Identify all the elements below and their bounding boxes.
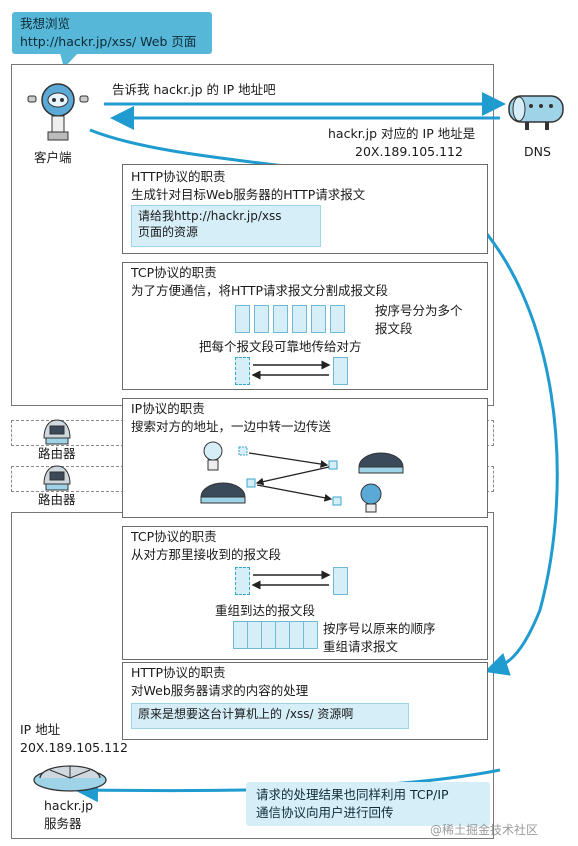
http-server-message: 原来是想要这台计算机上的 /xss/ 资源啊 bbox=[131, 703, 409, 729]
server-name-line2: 服务器 bbox=[44, 816, 82, 831]
tcp-server-box: TCP协议的职责 从对方那里接收到的报文段 重组到达的报文段 按序号以原来的顺序… bbox=[122, 526, 488, 660]
router-icon bbox=[40, 418, 74, 446]
tcp-client-title: TCP协议的职责 bbox=[131, 265, 217, 280]
http-client-desc: 生成针对目标Web服务器的HTTP请求报文 bbox=[131, 187, 366, 202]
response-line1: 请求的处理结果也同样利用 TCP/IP bbox=[256, 787, 449, 802]
segment bbox=[292, 305, 307, 333]
callout-line2: http://hackr.jp/xss/ Web 页面 bbox=[20, 34, 197, 49]
tcp-server-reassembled: 重组到达的报文段 bbox=[215, 603, 316, 618]
tcp-server-note1: 按序号以原来的顺序 bbox=[323, 621, 436, 636]
router-icon bbox=[40, 464, 74, 492]
http-client-title: HTTP协议的职责 bbox=[131, 169, 226, 184]
web-server-icon bbox=[30, 756, 110, 794]
segment-sent bbox=[235, 567, 250, 595]
ip-desc: 搜索对方的地址，一边中转一边传送 bbox=[131, 419, 332, 434]
browse-request-callout: 我想浏览 http://hackr.jp/xss/ Web 页面 bbox=[12, 12, 212, 54]
watermark: @稀土掘金技术社区 bbox=[430, 823, 539, 837]
segment bbox=[303, 621, 318, 649]
server-ip-label: IP 地址 bbox=[20, 722, 61, 737]
router-label-2: 路由器 bbox=[38, 492, 76, 507]
server-ip-value: 20X.189.105.112 bbox=[20, 740, 128, 755]
segment bbox=[289, 621, 304, 649]
segment bbox=[261, 621, 276, 649]
client-label: 客户端 bbox=[34, 150, 72, 165]
dns-reply-line2: 20X.189.105.112 bbox=[355, 144, 463, 159]
http-server-box: HTTP协议的职责 对Web服务器请求的内容的处理 原来是想要这台计算机上的 /… bbox=[122, 662, 488, 740]
tcp-server-title: TCP协议的职责 bbox=[131, 529, 217, 544]
response-callout: 请求的处理结果也同样利用 TCP/IP 通信协议向用户进行回传 bbox=[246, 782, 490, 826]
segment bbox=[233, 621, 248, 649]
http-request-line1: 请给我http://hackr.jp/xss bbox=[138, 209, 282, 223]
tcp-client-exchange-arrows bbox=[251, 360, 331, 380]
router-label-1: 路由器 bbox=[38, 446, 76, 461]
tcp-client-note1: 按序号分为多个 bbox=[375, 303, 463, 318]
dns-label: DNS bbox=[524, 144, 551, 159]
tcp-server-desc: 从对方那里接收到的报文段 bbox=[131, 547, 282, 562]
tcp-client-box: TCP协议的职责 为了方便通信，将HTTP请求报文分割成报文段 按序号分为多个 … bbox=[122, 262, 488, 390]
segment bbox=[273, 305, 288, 333]
tcp-client-note2: 报文段 bbox=[375, 321, 413, 336]
callout-line1: 我想浏览 bbox=[20, 16, 71, 31]
segment bbox=[330, 305, 345, 333]
tcp-client-desc: 为了方便通信，将HTTP请求报文分割成报文段 bbox=[131, 283, 388, 298]
segment bbox=[235, 305, 250, 333]
segment-received bbox=[333, 567, 348, 595]
robot-client-icon bbox=[26, 80, 90, 144]
tcp-server-note2: 重组请求报文 bbox=[323, 639, 399, 654]
server-name-line1: hackr.jp bbox=[44, 798, 94, 813]
segment bbox=[275, 621, 290, 649]
segment-received bbox=[333, 357, 348, 385]
dns-server-icon bbox=[503, 88, 569, 134]
ip-layer-box: IP协议的职责 搜索对方的地址，一边中转一边传送 bbox=[122, 398, 488, 518]
dns-reply-line1: hackr.jp 对应的 IP 地址是 bbox=[328, 126, 476, 141]
segment bbox=[311, 305, 326, 333]
ip-title: IP协议的职责 bbox=[131, 401, 205, 416]
http-request-message: 请给我http://hackr.jp/xss 页面的资源 bbox=[131, 205, 321, 247]
http-server-desc: 对Web服务器请求的内容的处理 bbox=[131, 683, 309, 698]
segment-sent bbox=[235, 357, 250, 385]
http-client-box: HTTP协议的职责 生成针对目标Web服务器的HTTP请求报文 请给我http:… bbox=[122, 164, 488, 254]
tcp-client-reliable: 把每个报文段可靠地传给对方 bbox=[199, 339, 362, 354]
http-request-line2: 页面的资源 bbox=[138, 225, 199, 239]
tcp-server-exchange-arrows bbox=[251, 570, 331, 590]
dns-request-text: 告诉我 hackr.jp 的 IP 地址吧 bbox=[112, 82, 276, 97]
response-line2: 通信协议向用户进行回传 bbox=[256, 805, 394, 820]
segment bbox=[254, 305, 269, 333]
ip-routing-diagram bbox=[200, 441, 404, 513]
http-server-title: HTTP协议的职责 bbox=[131, 665, 226, 680]
segment bbox=[247, 621, 262, 649]
